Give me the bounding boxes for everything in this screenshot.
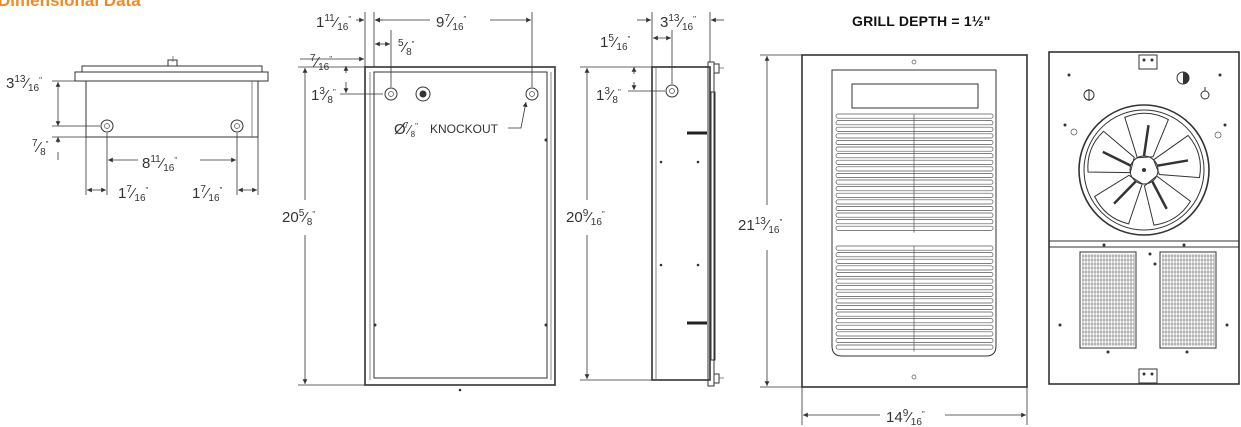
louver-slat (835, 186, 994, 192)
louver-slat (835, 153, 994, 159)
louver-slat (835, 225, 994, 231)
dimension-grill-w: 149⁄16" (886, 408, 925, 427)
dimension-side-a: 313⁄16" (660, 13, 696, 33)
dimension-top-right-off: 17⁄16" (192, 184, 223, 204)
louver-slat (835, 338, 994, 343)
louver-slat (835, 324, 994, 330)
dimension-front-h: 205⁄8" (282, 208, 315, 228)
louver-slat (835, 291, 994, 297)
louver-slat (835, 133, 994, 139)
grill-depth-note: GRILL DEPTH = 1½" (852, 13, 991, 29)
louver-slat (835, 173, 994, 178)
louver-slat (835, 212, 994, 218)
dimension-top-span: 811⁄16" (142, 154, 177, 174)
dimension-front-e: 13⁄8" (311, 86, 336, 106)
louver-slat (835, 166, 994, 172)
louver-slat (835, 258, 994, 264)
louver-slat (835, 206, 994, 211)
grill-front-view (760, 54, 1028, 425)
dimension-side-b: 15⁄16" (600, 33, 631, 53)
louver-slat (835, 146, 994, 152)
louvers-lower (835, 245, 994, 352)
dimension-top-height: 313⁄16" (6, 74, 42, 94)
louvers-upper (835, 113, 994, 233)
top-view (52, 56, 269, 195)
diameter-symbol: Ø (394, 121, 406, 138)
louver-slat (835, 298, 994, 304)
louver-slat (835, 199, 994, 205)
louver-slat (835, 159, 994, 165)
louver-slat (835, 305, 994, 310)
knockout-label: KNOCKOUT (430, 122, 499, 136)
heating-element-left (1082, 254, 1135, 346)
fan-blade (1153, 134, 1201, 179)
side-view (580, 12, 724, 387)
dimension-front-a: 111⁄16" (316, 13, 351, 33)
louver-slat (835, 344, 994, 350)
diagram-title: Dimensional Data (0, 0, 141, 10)
louver-slat (835, 113, 994, 119)
dimension-side-c: 13⁄8" (596, 86, 621, 106)
fan-spoke (1157, 159, 1189, 167)
dimension-front-c: 7⁄16" (310, 53, 332, 73)
louver-slat (835, 265, 994, 271)
dimension-side-h: 209⁄16" (566, 208, 605, 228)
dimension-top-left-off: 17⁄16" (118, 184, 149, 204)
louver-slat (835, 192, 994, 198)
louver-slat (835, 252, 994, 258)
fan-blade (1094, 174, 1143, 225)
heating-element-right (1162, 254, 1215, 346)
dimension-front-b: 97⁄16" (436, 13, 467, 33)
louver-slat (835, 272, 994, 277)
fan-blade (1124, 112, 1169, 159)
louver-slat (835, 219, 994, 225)
fan-spoke (1142, 125, 1150, 157)
louver-slat (835, 311, 994, 317)
dimension-top-small: 7⁄8" (32, 138, 49, 158)
louver-slat (835, 140, 994, 145)
louver-slat (835, 126, 994, 132)
front-view (298, 12, 556, 392)
louver-slat (835, 318, 994, 324)
fan-blade (1087, 130, 1135, 174)
fan-spoke (1113, 180, 1137, 205)
internal-view (1048, 51, 1240, 385)
louver-slat (835, 331, 994, 337)
fan-blades (1087, 112, 1201, 226)
dimension-front-d: 5⁄8" (398, 38, 415, 58)
dimension-labels: 313⁄16" 7⁄8" 811⁄16" 17⁄16" 17⁄16" 111⁄16" 97⁄… (6, 13, 925, 427)
louver-slat (835, 179, 994, 185)
louver-slat (835, 245, 994, 251)
louver-slat (835, 285, 994, 291)
dimension-knock: 7⁄8" (404, 121, 418, 139)
louver-slat (835, 278, 994, 284)
fan-spoke (1151, 180, 1168, 210)
dimension-grill-h: 2113⁄16" (738, 216, 782, 236)
fan-spoke (1102, 150, 1132, 167)
fan-blade (1143, 175, 1192, 226)
louver-slat (835, 120, 994, 126)
